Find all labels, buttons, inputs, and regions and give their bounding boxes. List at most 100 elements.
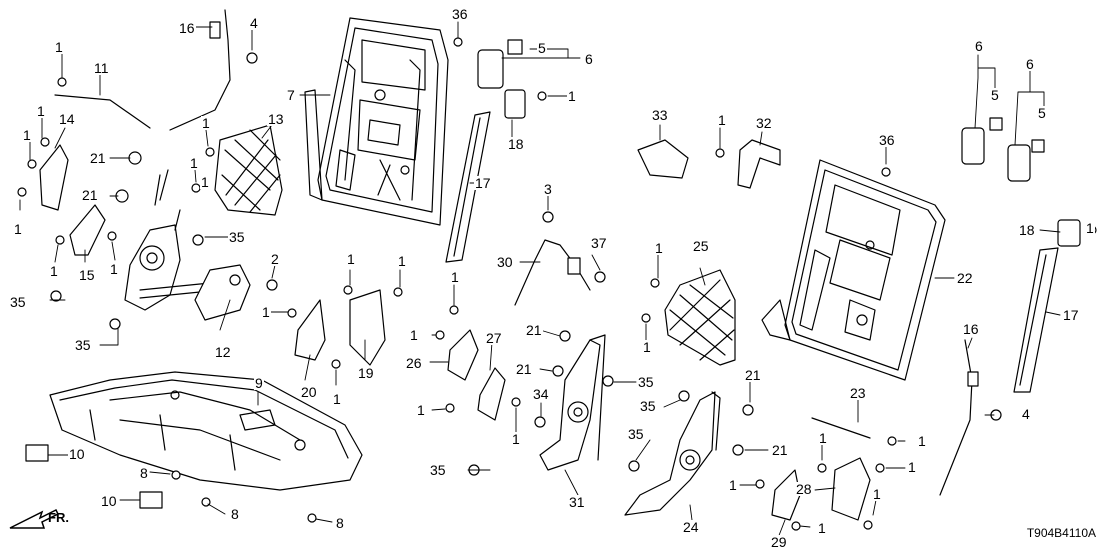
handle-6c: [1007, 144, 1031, 182]
callout-label: 1: [346, 251, 356, 267]
callout-label: 1: [409, 327, 419, 343]
callout-label: 10: [68, 446, 86, 462]
clip-10a: [25, 444, 49, 462]
handle-6b: [961, 127, 985, 165]
callout-label: 1: [818, 430, 828, 446]
rail-17a: [445, 111, 491, 263]
callout-label: 1: [332, 391, 342, 407]
cable-23: [811, 417, 871, 439]
bezel-18a: [504, 89, 526, 119]
mesh-panel-13: [214, 124, 283, 216]
cover-20: [294, 299, 326, 361]
callout-label: 36: [451, 6, 469, 22]
rail-17b: [1013, 247, 1059, 393]
callout-label: 5: [537, 40, 547, 56]
callout-label: 28: [795, 481, 813, 497]
callout-label: 20: [300, 384, 318, 400]
callout-label: 4: [249, 15, 259, 31]
leader-lines: [19, 21, 1089, 539]
recliner-24: [624, 391, 721, 516]
callout-label: 1: [1085, 220, 1095, 236]
callout-label: 21: [525, 322, 543, 338]
callout-label: 33: [651, 107, 669, 123]
cap-5a: [507, 39, 523, 55]
callout-label: 11: [93, 60, 110, 76]
callout-label: 35: [74, 337, 92, 353]
callout-label: 13: [267, 111, 285, 127]
callout-label: 35: [9, 294, 27, 310]
callout-label: 26: [405, 355, 423, 371]
callout-label: 1: [200, 174, 210, 190]
callout-label: 16: [178, 20, 196, 36]
callout-label: 30: [496, 254, 514, 270]
cap-5b: [989, 117, 1003, 131]
cap-5c: [1031, 139, 1045, 153]
callout-label: 21: [771, 442, 789, 458]
callout-label: 5: [1037, 105, 1047, 121]
seatback-frame-right: [761, 159, 946, 381]
callout-label: 1: [717, 112, 727, 128]
callout-label: 31: [568, 494, 586, 510]
cover-15: [69, 204, 106, 256]
cable-11: [54, 94, 151, 129]
callout-label: 22: [956, 270, 974, 286]
callout-label: 2: [270, 251, 280, 267]
callout-label: 8: [230, 506, 240, 522]
fasteners: [17, 37, 1097, 531]
callout-label: 1: [907, 459, 917, 475]
callout-label: 21: [89, 150, 107, 166]
bezel-18b: [1057, 219, 1081, 247]
callout-label: 1: [36, 103, 46, 119]
callout-label: 36: [878, 132, 896, 148]
bracket-32: [737, 139, 781, 189]
callout-label: 25: [692, 238, 710, 254]
callout-label: 1: [201, 115, 211, 131]
callout-label: 35: [639, 398, 657, 414]
callout-label: 21: [515, 361, 533, 377]
callout-label: 1: [511, 431, 521, 447]
cover-28: [831, 457, 871, 521]
callout-label: 1: [728, 477, 738, 493]
callout-label: 21: [81, 187, 99, 203]
callout-label: 24: [682, 519, 700, 535]
callout-label: 1: [917, 433, 927, 449]
callout-label: 6: [584, 51, 594, 67]
callout-label: 14: [58, 111, 76, 127]
cover-26: [447, 329, 479, 381]
recliner-31: [539, 334, 606, 471]
callout-label: 23: [849, 385, 867, 401]
callout-label: 9: [254, 375, 264, 391]
callout-label: 1: [642, 339, 652, 355]
front-arrow-icon: [9, 508, 60, 529]
handle-6a: [477, 49, 504, 89]
callout-label: 16: [962, 321, 980, 337]
callout-label: 17: [474, 175, 492, 191]
callout-label: 1: [567, 88, 577, 104]
cable-16a: [169, 9, 231, 131]
cover-29: [771, 469, 801, 521]
cover-14: [39, 144, 69, 211]
cable-16b: [939, 339, 973, 496]
callout-label: 35: [627, 426, 645, 442]
callout-label: 8: [139, 465, 149, 481]
callout-label: 18: [507, 136, 525, 152]
callout-label: 1: [109, 261, 119, 277]
callout-label: 19: [357, 365, 375, 381]
callout-label: 1: [189, 155, 199, 171]
callout-label: 35: [429, 462, 447, 478]
callout-label: 10: [100, 493, 118, 509]
callout-label: 1: [261, 304, 271, 320]
callout-label: 1: [817, 520, 827, 536]
mesh-panel-25: [664, 269, 736, 366]
callout-label: 6: [974, 38, 984, 54]
callout-label: 12: [214, 344, 232, 360]
callout-label: 7: [286, 87, 296, 103]
callout-label: 1: [654, 240, 664, 256]
callout-label: 17: [1062, 307, 1080, 323]
front-marker: FR.: [48, 510, 69, 525]
callout-label: 18: [1018, 222, 1036, 238]
clip-10b: [139, 491, 163, 509]
callout-label: 1: [54, 39, 64, 55]
callout-label: 15: [78, 267, 96, 283]
